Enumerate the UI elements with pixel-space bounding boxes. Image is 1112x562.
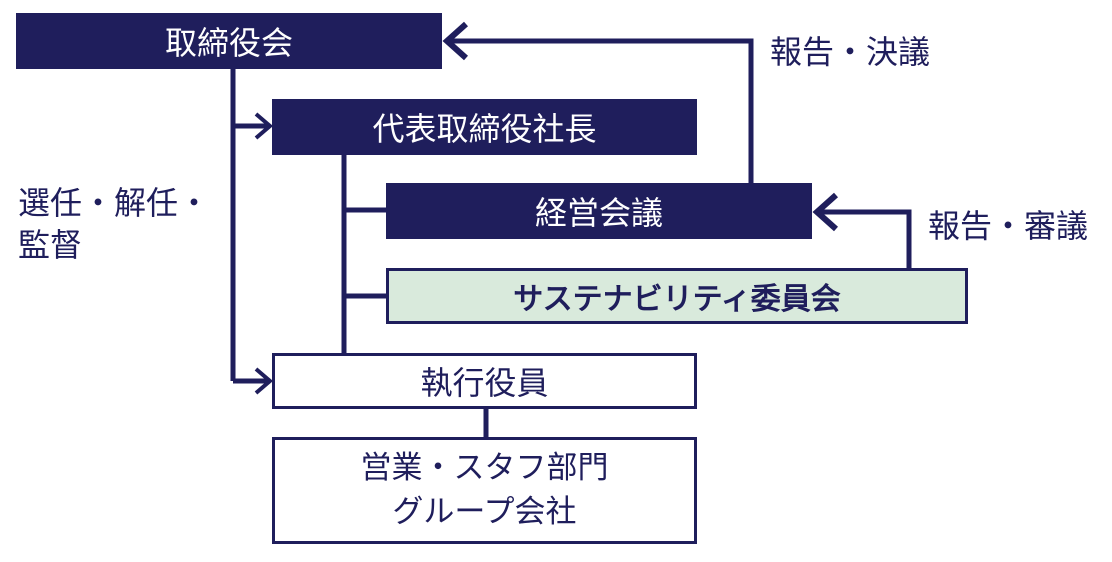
- departments-group-companies-label: 営業・スタフ部門 グループ会社: [360, 450, 609, 530]
- management-meeting-label: 経営会議: [534, 194, 663, 232]
- president-box: 代表取締役社長: [272, 99, 697, 155]
- executive-officers-label: 執行役員: [420, 364, 549, 402]
- report-resolution-label: 報告・決議: [770, 33, 931, 71]
- board-of-directors-label: 取締役会: [164, 24, 293, 62]
- report-deliberation-label: 報告・審議: [928, 207, 1089, 245]
- president-label: 代表取締役社長: [372, 110, 597, 148]
- sustainability-committee-box: サステナビリティ委員会: [386, 268, 968, 324]
- departments-group-companies-box: 営業・スタフ部門 グループ会社: [272, 437, 697, 544]
- management-meeting-box: 経営会議: [386, 183, 812, 239]
- board-of-directors-box: 取締役会: [16, 13, 442, 69]
- sustainability-committee-label: サステナビリティ委員会: [513, 282, 841, 317]
- appoint-dismiss-supervise-label: 選任・解任・ 監督: [18, 184, 211, 264]
- executive-officers-box: 執行役員: [272, 353, 697, 409]
